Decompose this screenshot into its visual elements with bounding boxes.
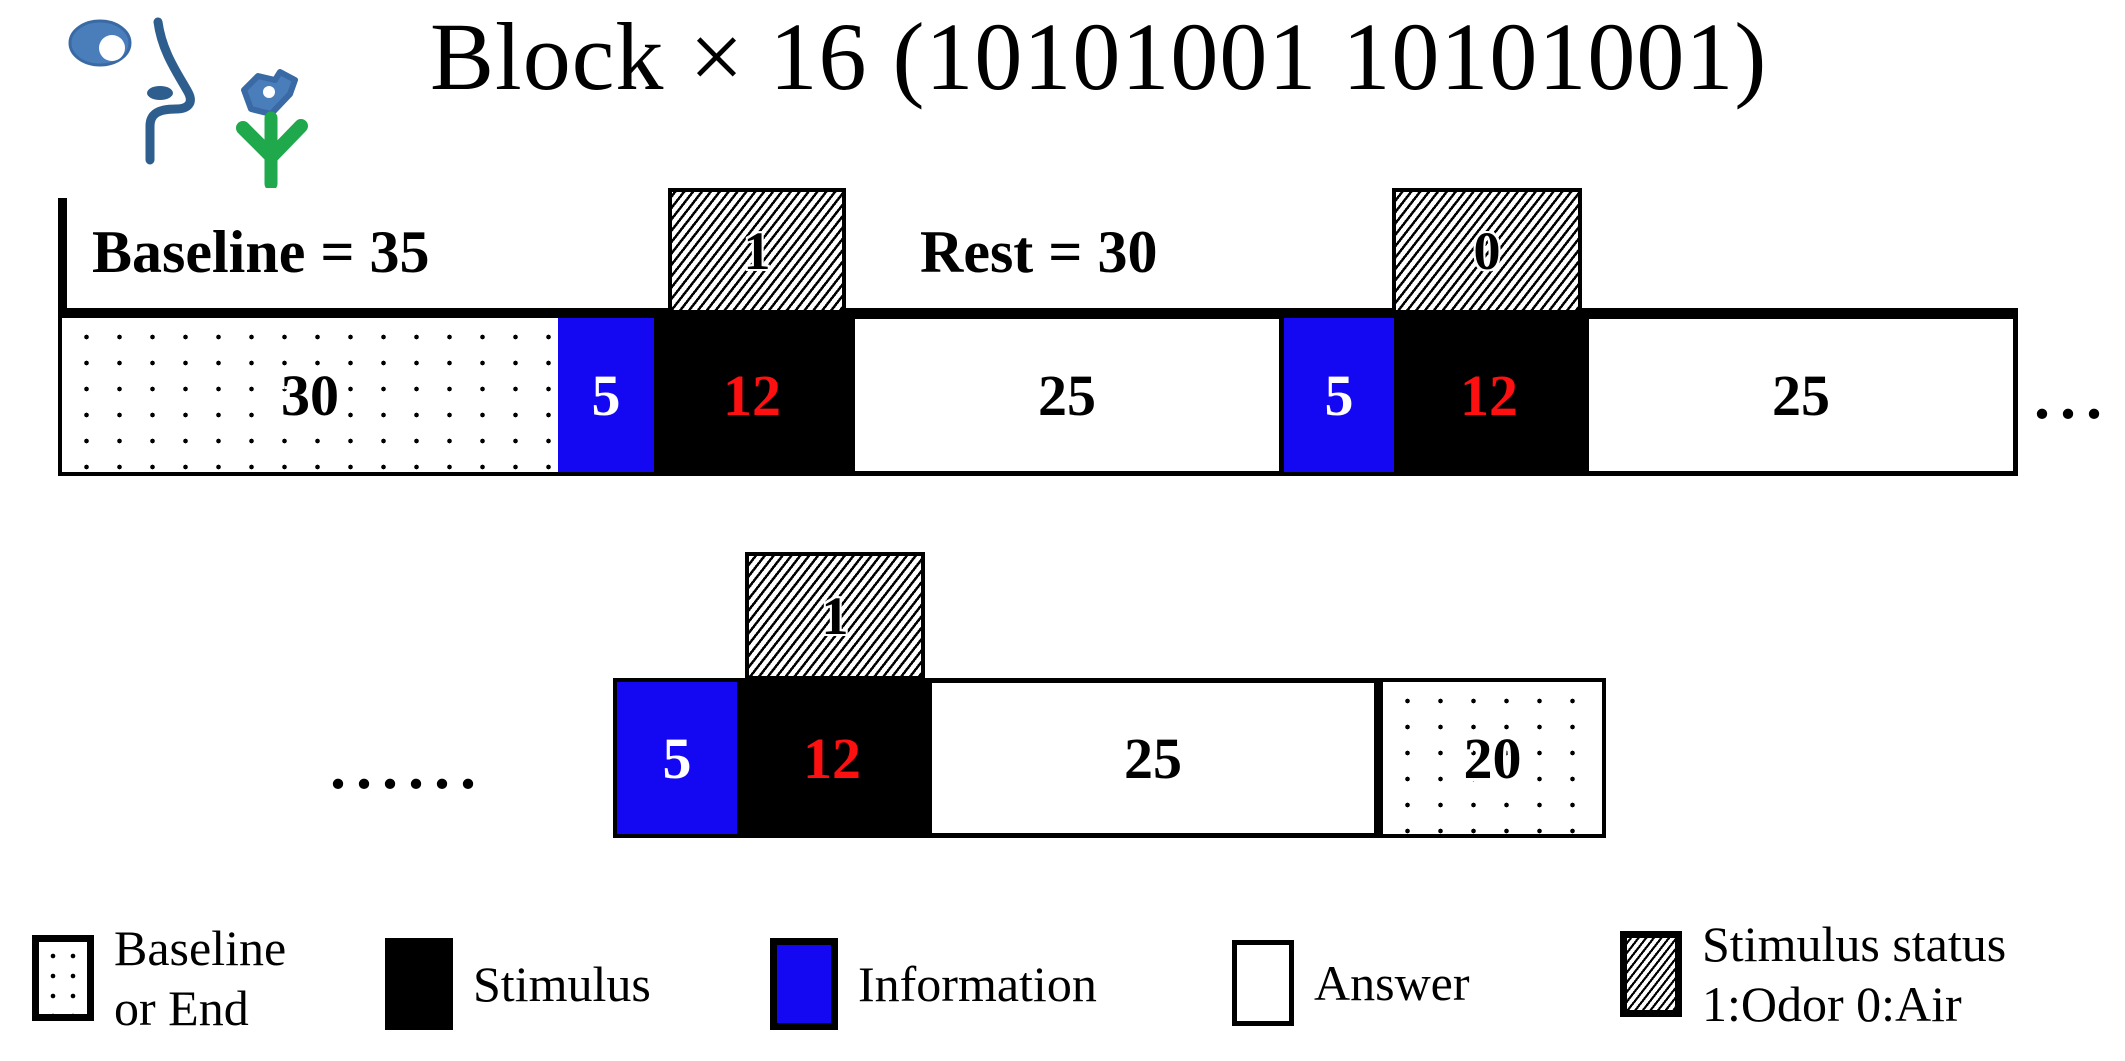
row1-label-rest: Rest = 30 [920,219,1158,285]
legend-item-information: Information [770,938,1097,1030]
row2-block-end-value: 20 [1463,725,1522,791]
legend-item-stimulus: Stimulus [385,938,651,1030]
row1-block-information-2-value: 5 [1324,362,1354,428]
legend-label-stimulus: Stimulus [473,956,651,1012]
row2-block-information-value: 5 [662,725,692,791]
row1-block-baseline: 30 [58,314,562,476]
legend-label-baseline-line2: or End [114,980,249,1036]
row2-block-answer: 25 [927,678,1379,838]
legend-item-answer: Answer [1232,940,1470,1026]
row1-block-stimulus-2: 12 [1394,318,1584,472]
row1-block-stimulus-1-value: 12 [723,362,781,428]
row1-block-answer-1: 25 [850,314,1284,476]
information-swatch [770,938,838,1030]
row1-status-box-2: 0 [1392,188,1582,314]
timeline-row-1: Baseline = 35 Rest = 30 1 0 30 5 12 25 5… [0,188,2125,510]
legend: Baseline or End Stimulus Information Ans… [0,900,2125,1061]
row1-block-information-2: 5 [1284,318,1394,472]
row2-status-value-1: 1 [821,586,849,646]
row1-trailing-ellipsis: ... [2034,361,2112,432]
row1-block-baseline-value: 30 [281,362,339,428]
row1-status-value-1: 1 [743,221,771,281]
legend-label-information: Information [858,956,1097,1012]
row1-label-rule [58,308,2018,314]
row2-leading-ellipsis: ...... [330,731,486,802]
row1-block-information-1-value: 5 [591,362,621,428]
legend-label-status-line2: 1:Odor 0:Air [1702,976,1962,1032]
legend-label-status-line1: Stimulus status [1702,916,2007,972]
page-title: Block × 16 (10101001 10101001) [430,3,1768,110]
row1-label-baseline: Baseline = 35 [92,219,430,285]
row2-block-answer-value: 25 [1124,725,1182,791]
row1-block-stimulus-2-value: 12 [1460,362,1518,428]
timeline-row-2: ...... 1 5 12 25 20 [0,530,2125,860]
nose-smell-icon [68,17,308,188]
row2-block-stimulus-value: 12 [803,725,861,791]
header: Block × 16 (10101001 10101001) [0,0,2125,188]
stimulus-swatch [385,938,453,1030]
legend-item-baseline-or-end: Baseline or End [32,918,286,1038]
flower-icon [236,69,308,188]
answer-swatch [1232,940,1294,1026]
row1-block-answer-1-value: 25 [1038,362,1096,428]
row1-left-axis-tick [58,198,67,310]
baseline-or-end-swatch [32,935,94,1021]
row1-block-information-1: 5 [558,318,654,472]
row1-status-value-2: 0 [1473,221,1501,281]
row2-block-end: 20 [1379,678,1606,838]
legend-item-stimulus-status: Stimulus status 1:Odor 0:Air [1620,914,2006,1034]
legend-label-answer: Answer [1314,955,1470,1011]
stimulus-status-swatch [1620,931,1682,1017]
legend-label-baseline-line1: Baseline [114,920,287,976]
row2-block-stimulus: 12 [737,682,927,834]
row1-block-stimulus-1: 12 [654,318,850,472]
row1-status-box-1: 1 [668,188,846,314]
row2-block-information: 5 [617,682,737,834]
row2-status-box-1: 1 [745,552,925,680]
row1-block-answer-2: 25 [1584,314,2018,476]
row1-block-answer-2-value: 25 [1772,362,1830,428]
